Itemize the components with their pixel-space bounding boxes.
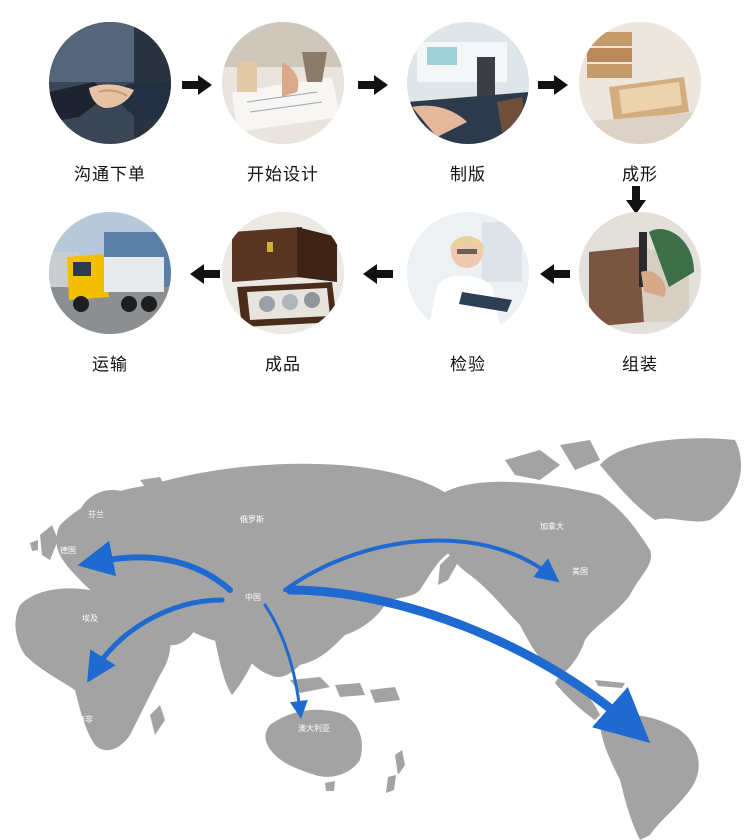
arrow-to-germany	[77, 540, 233, 593]
truck-photo-icon	[49, 212, 171, 334]
sewing-machine-photo-icon	[407, 22, 529, 144]
step-label: 组装	[622, 355, 658, 375]
label-finland: 芬兰	[88, 509, 104, 519]
label-brazil: 巴西	[652, 700, 668, 709]
step-label: 开始设计	[247, 165, 319, 185]
arrow-right-icon	[182, 75, 212, 95]
step-label: 成形	[622, 165, 658, 185]
step-finished-product: 成品	[218, 212, 348, 375]
finished-watch-box-photo-icon	[222, 212, 344, 334]
step-assembly: 组装	[575, 212, 705, 375]
arrow-down-icon	[626, 186, 646, 214]
step-communicate-order: 沟通下单	[45, 22, 175, 185]
label-south-africa: 南非	[77, 714, 93, 724]
label-russia: 俄罗斯	[240, 514, 264, 524]
label-china: 中国	[245, 592, 261, 602]
label-france: 法国	[38, 559, 54, 569]
step-label: 沟通下单	[74, 165, 146, 185]
step-start-design: 开始设计	[218, 22, 348, 185]
step-shipping: 运输	[45, 212, 175, 375]
step-label: 制版	[450, 165, 486, 185]
world-map: 芬兰 俄罗斯 德国 法国 埃及 南非 中国 澳大利亚 加拿大 美国 巴西	[15, 438, 742, 840]
step-forming: 成形	[575, 22, 705, 185]
label-egypt: 埃及	[82, 613, 98, 623]
arrow-left-icon	[190, 264, 220, 284]
arrow-left-icon	[363, 264, 393, 284]
label-australia: 澳大利亚	[298, 723, 330, 733]
arrow-right-icon	[358, 75, 388, 95]
step-label: 运输	[92, 355, 128, 375]
arrow-right-icon	[538, 75, 568, 95]
wooden-box-photo-icon	[579, 22, 701, 144]
arrow-to-usa	[283, 538, 560, 592]
arrow-to-brazil	[285, 585, 651, 743]
arrow-to-africa	[87, 597, 225, 683]
arrow-left-icon	[540, 264, 570, 284]
label-usa: 美国	[572, 566, 588, 576]
step-plate-making: 制版	[403, 22, 533, 185]
export-arrows	[77, 538, 651, 743]
step-inspection: 检验	[403, 212, 533, 375]
assembly-photo-icon	[579, 212, 701, 334]
country-labels: 芬兰 俄罗斯 德国 法国 埃及 南非 中国 澳大利亚 加拿大 美国 巴西	[38, 509, 668, 733]
handshake-photo-icon	[49, 22, 171, 144]
design-drawing-photo-icon	[222, 22, 344, 144]
inspection-photo-icon	[407, 212, 529, 334]
label-canada: 加拿大	[540, 521, 564, 531]
step-label: 检验	[450, 355, 486, 375]
step-label: 成品	[265, 355, 301, 375]
label-germany: 德国	[60, 545, 76, 555]
arrow-to-australia	[263, 603, 308, 719]
